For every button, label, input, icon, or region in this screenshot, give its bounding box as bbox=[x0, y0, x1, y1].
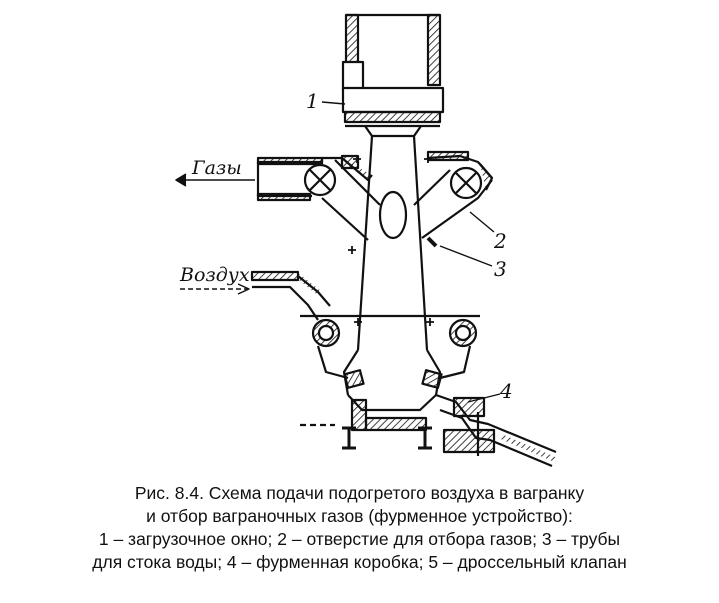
leader-lines bbox=[321, 101, 501, 403]
tuyere-box bbox=[435, 393, 557, 468]
gases-label: Газы bbox=[191, 157, 242, 179]
caption-line-4: для стока воды; 4 – фурменная коробка; 5… bbox=[92, 552, 627, 572]
gas-collector bbox=[256, 154, 381, 241]
gas-extraction-opening bbox=[378, 190, 408, 240]
upper-stack bbox=[341, 13, 442, 92]
gas-outlet-arrow bbox=[175, 173, 255, 187]
air-inlet-arrow bbox=[180, 283, 250, 295]
callout-1: 1 bbox=[306, 89, 319, 113]
caption-line-2: и отбор ваграночных газов (фурменное уст… bbox=[146, 506, 573, 526]
caption-line-3: 1 – загрузочное окно; 2 – отверстие для … bbox=[98, 529, 621, 549]
joint-markers bbox=[348, 155, 434, 326]
gas-collector-right bbox=[413, 150, 494, 248]
cupola-tuyere-diagram: Газы Воздух 1 2 3 4 bbox=[175, 13, 557, 468]
tuyere-ring bbox=[300, 314, 480, 380]
figure-caption: Рис. 8.4. Схема подачи подогретого возду… bbox=[0, 482, 719, 574]
air-inlet-pipe bbox=[250, 270, 331, 321]
callout-2: 2 bbox=[493, 229, 507, 253]
air-label: Воздух bbox=[179, 264, 250, 286]
central-shaft bbox=[356, 135, 429, 351]
caption-line-1: Рис. 8.4. Схема подачи подогретого возду… bbox=[134, 483, 585, 503]
charging-window bbox=[341, 86, 445, 138]
callout-4: 4 bbox=[499, 379, 513, 403]
callout-3: 3 bbox=[494, 257, 507, 281]
hearth bbox=[300, 349, 443, 450]
